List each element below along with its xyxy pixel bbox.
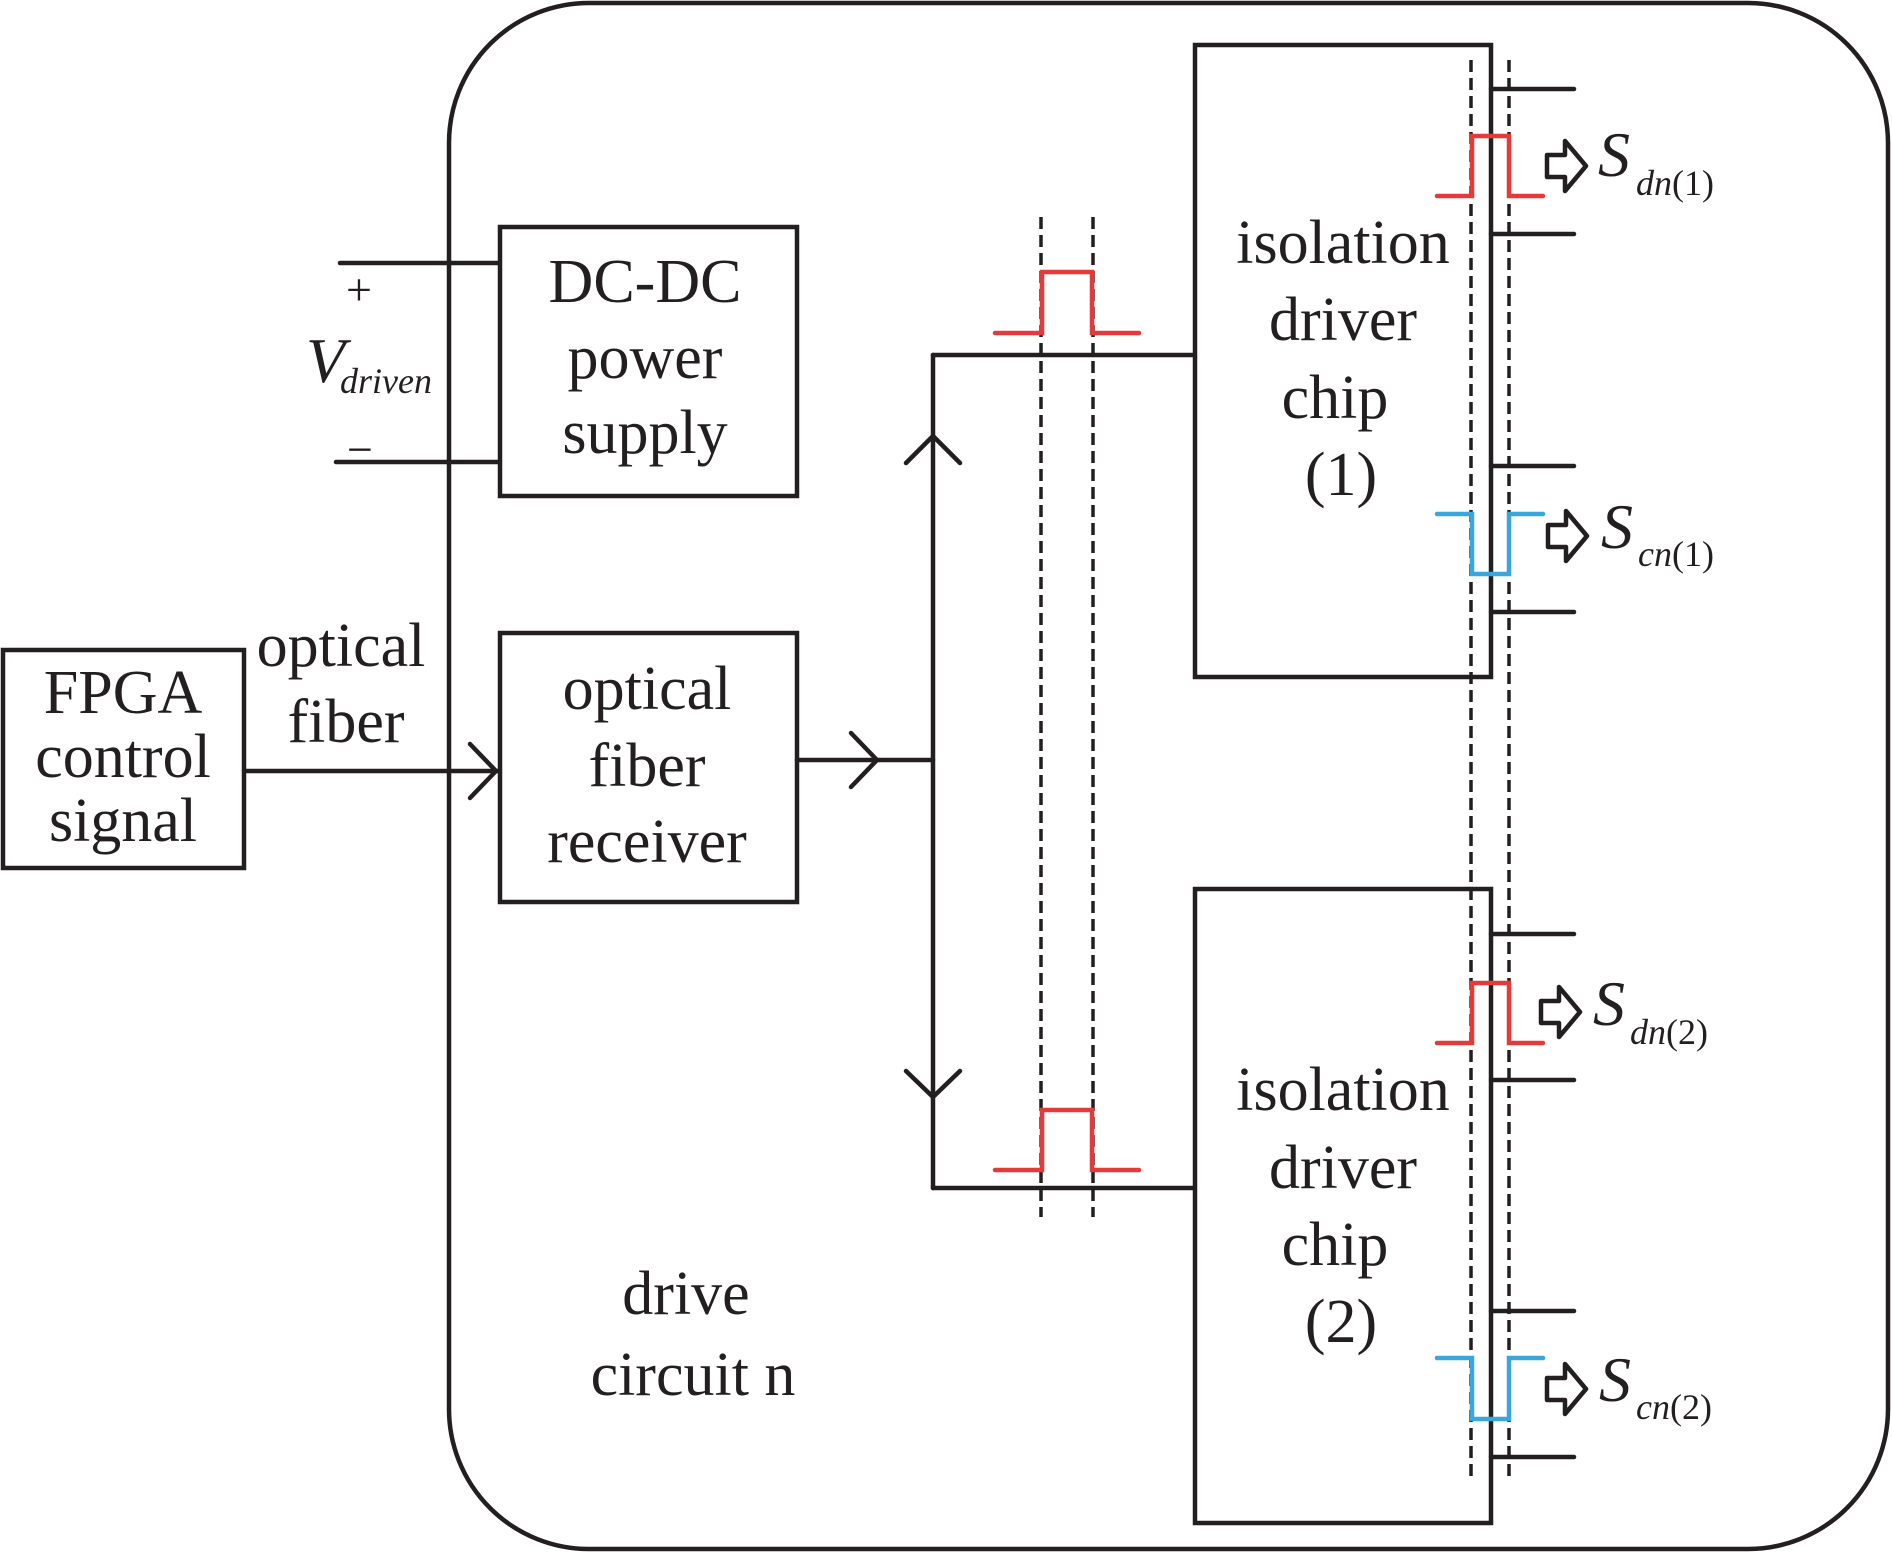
receiver-label-line-3: receiver <box>547 808 747 876</box>
chip2-box <box>1192 886 1494 1526</box>
bus-up-arrowhead-icon <box>903 433 963 466</box>
output-subscript: dn(1) <box>1636 163 1714 203</box>
chip2-label-line-2: driver <box>1269 1134 1417 1202</box>
fpga-block: FPGA control signal <box>0 647 247 871</box>
isolation-driver-chip-1: isolation driver chip (1) <box>1192 42 1494 680</box>
chip1-box <box>1192 42 1494 680</box>
receiver-label-line-2: fiber <box>588 732 705 800</box>
output-subscript: dn(2) <box>1630 1012 1708 1052</box>
dcdc-box <box>497 224 800 499</box>
hollow-arrow-right-icon <box>1544 138 1589 194</box>
dcdc-label-line-3: supply <box>562 399 727 467</box>
output-label-sdn1: S dn(1) <box>1598 119 1714 203</box>
output-pulse-scn1 <box>1434 511 1546 577</box>
output-label-scn2: S cn(2) <box>1599 1344 1712 1427</box>
fpga-label-line-3: signal <box>49 787 197 855</box>
input-timing <box>992 217 1142 1217</box>
receiver-output-arrowhead-icon <box>848 730 880 790</box>
output-arrows <box>1538 138 1590 1417</box>
fpga-label-line-1: FPGA <box>44 659 203 727</box>
output-label-scn1: S cn(1) <box>1601 491 1714 574</box>
output-label-sdn2: S dn(2) <box>1593 968 1708 1052</box>
chip1-label-line-3: chip <box>1282 364 1389 432</box>
hollow-arrow-right-icon <box>1545 508 1590 564</box>
chip1-label-line-1: isolation <box>1236 209 1450 277</box>
receiver-block: optical fiber receiver <box>497 630 800 905</box>
dcdc-block: DC-DC power supply <box>497 224 800 499</box>
receiver-label-line-1: optical <box>563 655 732 723</box>
output-terminals <box>1488 86 1577 1460</box>
vdriven-symbol: V <box>306 325 352 396</box>
output-symbol: S <box>1593 968 1625 1039</box>
chip2-label-line-4: (2) <box>1305 1288 1377 1356</box>
bus-down-arrowhead-icon <box>903 1068 963 1100</box>
chip1-label-line-2: driver <box>1269 286 1417 354</box>
fpga-box <box>0 647 247 871</box>
signal-bus <box>794 352 1198 1191</box>
output-subscript: cn(1) <box>1638 534 1714 574</box>
hollow-arrow-right-icon <box>1544 1361 1589 1417</box>
optical-fiber-label-line-2: fiber <box>287 688 404 756</box>
dcdc-label-line-1: DC-DC <box>549 248 742 316</box>
output-pulse-scn2 <box>1434 1355 1546 1422</box>
isolation-driver-chip-2: isolation driver chip (2) <box>1192 886 1494 1526</box>
drive-circuit-container <box>446 0 1891 1552</box>
optical-fiber-label-line-1: optical <box>257 612 426 680</box>
plus-sign: + <box>346 264 372 315</box>
hollow-arrow-right-icon <box>1538 984 1583 1040</box>
input-pulse-chip2 <box>992 1107 1142 1173</box>
output-symbol: S <box>1598 119 1630 190</box>
vdriven-subscript: driven <box>340 361 432 401</box>
container-label-line-1: drive <box>622 1260 749 1328</box>
chip2-label-line-3: chip <box>1282 1211 1389 1279</box>
output-symbol: S <box>1601 491 1633 562</box>
fpga-label-line-2: control <box>35 723 211 791</box>
output-pulse-sdn2 <box>1434 980 1546 1046</box>
chip1-label-line-4: (1) <box>1305 441 1377 509</box>
output-subscript: cn(2) <box>1636 1387 1712 1427</box>
receiver-box <box>497 630 800 905</box>
minus-sign: − <box>347 424 373 475</box>
dcdc-label-line-2: power <box>568 324 723 392</box>
optical-fiber-link: optical fiber <box>241 612 501 801</box>
output-symbol: S <box>1599 1344 1631 1415</box>
chip2-label-line-1: isolation <box>1236 1056 1450 1124</box>
power-input: + − V driven <box>306 260 503 475</box>
input-pulse-chip1 <box>992 269 1142 336</box>
optical-fiber-arrowhead-icon <box>467 741 499 801</box>
container-label-line-2: circuit n <box>591 1341 796 1409</box>
output-pulse-sdn1 <box>1434 133 1546 199</box>
